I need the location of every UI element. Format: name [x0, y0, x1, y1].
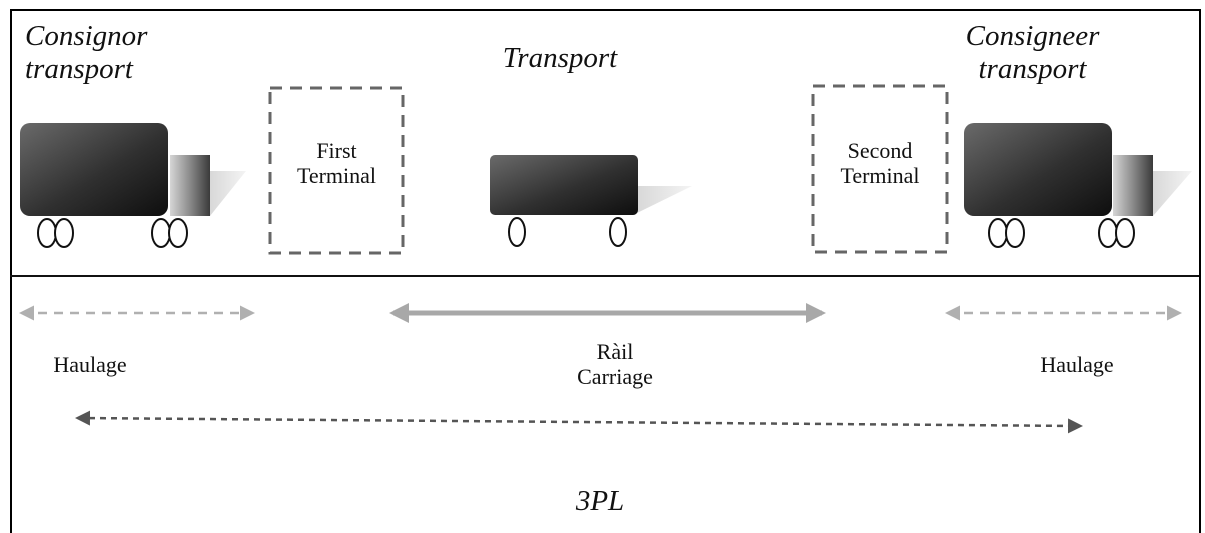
consignee-truck-icon: [964, 123, 1192, 248]
second-terminal-box: [811, 84, 949, 254]
first-terminal-box: [268, 86, 405, 255]
right-haulage-label: Haulage: [1040, 352, 1114, 377]
left-haulage-label: Haulage: [53, 352, 127, 377]
second-terminal-label: Second Terminal: [818, 138, 942, 189]
consignor-heading: Consignor transport: [25, 20, 147, 87]
3pl-arrow: [75, 410, 1083, 434]
rail-carriage-line2: Carriage: [577, 364, 653, 390]
consignee-heading: Consigneer transport: [955, 20, 1110, 87]
frame-top-border: [10, 9, 1201, 11]
transport-heading: Transport: [502, 42, 618, 74]
rail-wagon-icon: [490, 155, 692, 247]
3pl-label: 3PL: [575, 485, 625, 517]
second-terminal-line1: Second: [847, 138, 913, 163]
consignee-heading-line2: transport: [978, 53, 1087, 86]
rail-carriage-label: Ràil Carriage: [540, 339, 690, 390]
second-terminal-line2: Terminal: [840, 163, 920, 189]
consignee-heading-line1: Consigneer: [965, 20, 1100, 52]
frame-right-border: [1199, 9, 1201, 533]
first-terminal-line1: First: [316, 138, 357, 163]
rail-carriage-line1: Ràil: [596, 339, 634, 364]
frame-left-border: [10, 9, 12, 533]
consignor-truck-icon: [20, 123, 246, 248]
first-terminal-line2: Terminal: [296, 163, 377, 189]
first-terminal-label: First Terminal: [275, 138, 398, 189]
consignor-heading-line2: transport: [25, 53, 133, 86]
consignor-heading-line1: Consignor: [25, 20, 148, 52]
